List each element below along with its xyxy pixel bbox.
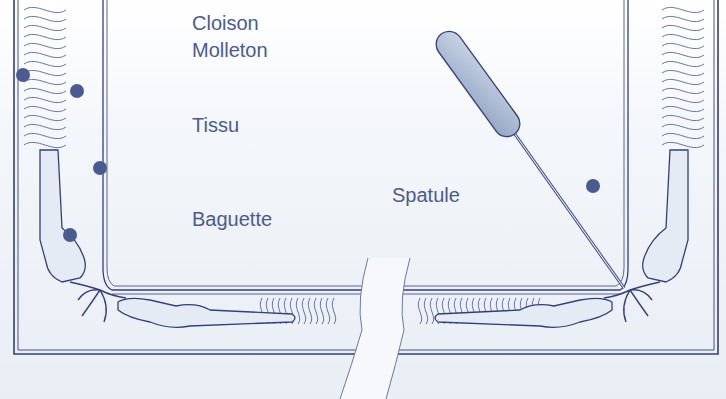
fabric-tissu — [103, 0, 628, 294]
label-molleton: Molleton — [190, 39, 270, 62]
label-spatule: Spatule — [390, 184, 462, 207]
label-cloison: Cloison — [190, 12, 261, 35]
label-baguette: Baguette — [190, 208, 274, 231]
spatula — [431, 26, 624, 288]
padding-coil — [24, 7, 66, 147]
break-line — [340, 258, 410, 399]
break-gap — [340, 258, 410, 399]
padding-coil — [662, 7, 704, 147]
marker-dot — [16, 68, 600, 242]
label-tissu: Tissu — [190, 114, 241, 137]
